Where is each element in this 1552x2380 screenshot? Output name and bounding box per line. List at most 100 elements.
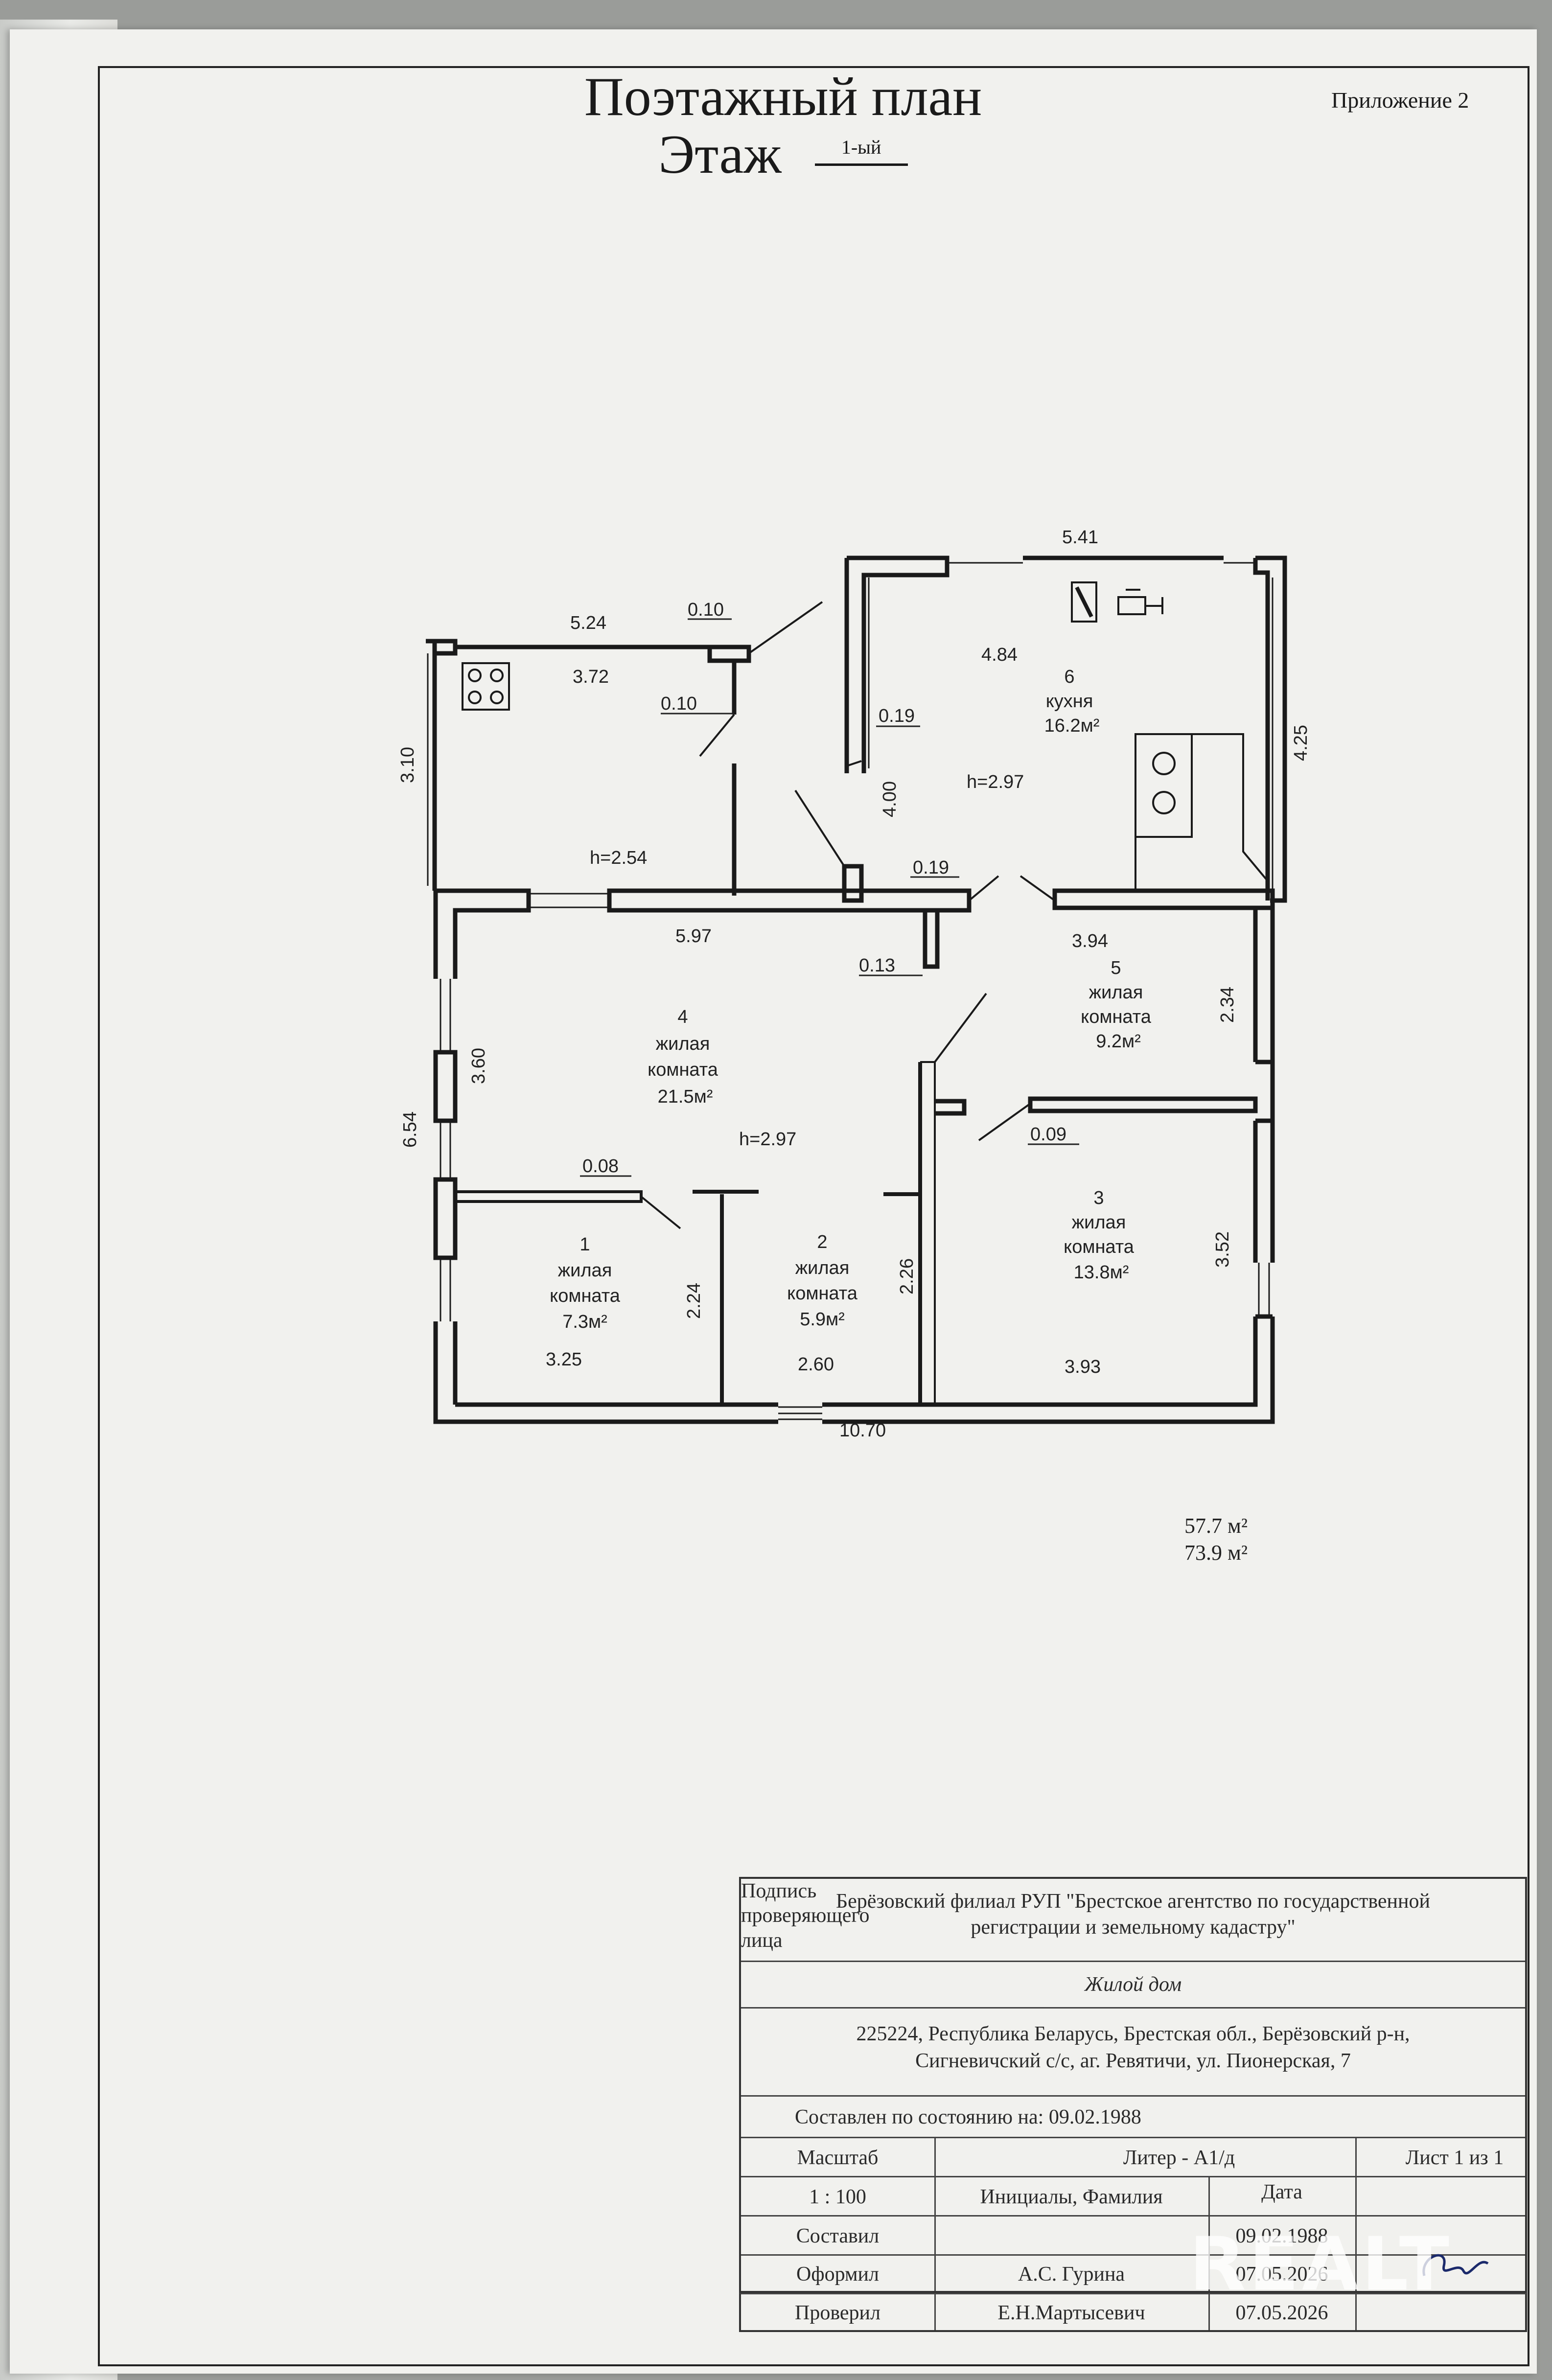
walls [426,555,1287,1424]
stamp-liter: Литер - А1/д [1123,2147,1235,2169]
room2-area: 5.9м² [800,1309,845,1330]
drawing-frame [98,66,1529,2366]
stamp-formatted-name: А.С. Гурина [1018,2263,1125,2286]
stamp-signature-label-1: Подпись [741,1880,817,1902]
dim-wall-a: 0.10 [688,600,724,620]
stamp-scale-row: Масштаб Литер - А1/д Лист 1 из 1 [741,2138,1525,2177]
room6-area: 16.2м² [1044,716,1100,736]
appendix-label: Приложение 2 [1331,88,1469,113]
document-sheet [10,29,1537,2374]
title-floor-line: Этаж 1-ый [514,126,1052,184]
room5-name1: жилая [1089,982,1143,1003]
room4-name1: жилая [656,1034,710,1054]
dim-h-room4: h=2.97 [739,1129,796,1150]
windows [427,578,1274,1420]
room4-area: 21.5м² [658,1086,713,1107]
dim-left-top-width: 5.24 [570,613,606,633]
signature-mark [1422,2254,1489,2276]
total-area: 73.9 м² [1184,1541,1248,1565]
stamp-sheet: Лист 1 из 1 [1405,2147,1504,2169]
stamp-org: Берёзовский филиал РУП "Брестское агентс… [741,1889,1525,1940]
stamp-checked-name: Е.Н.Мартысевич [997,2302,1145,2324]
room3-name1: жилая [1072,1212,1126,1233]
checked-divider-3 [1355,2294,1357,2330]
stamp-date-label: Дата [1261,2181,1302,2203]
room2-num: 2 [817,1232,827,1252]
room1-num: 1 [579,1234,590,1255]
stamp-compiled-label: Составил [796,2225,880,2247]
dim-room2-height: 2.26 [897,1258,917,1294]
room3-name2: комната [1064,1237,1135,1257]
dim-room4-height: 3.60 [468,1048,489,1084]
stamp-scale-label: Масштаб [797,2147,879,2169]
dim-kitchen-width: 4.84 [981,645,1018,665]
floor-prefix: Этаж [658,124,782,185]
stamp-address: 225224, Республика Беларусь, Брестская о… [741,2021,1525,2074]
stamp-signature-header: Подпись проверяющего лица [741,1879,910,1953]
room2-name2: комната [787,1283,858,1304]
stamp-object-row: Жилой дом [741,1962,1525,2009]
dim-bottom-overall: 10.70 [839,1420,886,1441]
room2-name1: жилая [795,1258,850,1278]
dim-room5-height: 2.34 [1217,987,1238,1023]
dim-h-left-top: h=2.54 [590,848,647,868]
dim-left-overall: 6.54 [400,1111,420,1148]
room-labels: 6 кухня 16.2м² 5 жилая комната 9.2м² 4 ж… [550,667,1152,1332]
stamp-compiled-row: Составил 09.02.1988 [741,2217,1525,2256]
stamp-signature-label-2: проверяющего [741,1904,870,1927]
chimney-icon [1071,581,1163,623]
stamp-checked-label: Проверил [795,2302,880,2324]
stamp-formatted-date: 07.05.2026 [1235,2263,1328,2286]
dim-room2-width: 2.60 [798,1354,834,1375]
room6-num: 6 [1064,667,1074,687]
dim-wall-d: 0.08 [582,1156,619,1177]
dim-wall-mid: 0.19 [913,857,949,878]
stamp-formatted-label: Оформил [796,2263,879,2286]
plan-title: Поэтажный план Этаж 1-ый [514,67,1052,184]
stamp-asof-date: 09.02.1988 [1048,2106,1141,2128]
dim-room5-width: 3.94 [1072,931,1108,951]
room5-num: 5 [1111,958,1121,978]
dim-kitchen-wall: 0.19 [879,706,915,726]
stamp-asof-label: Составлен по состоянию на: [795,2106,1044,2128]
dim-room3-height: 3.52 [1212,1231,1233,1268]
checked-divider-2 [1208,2294,1210,2330]
stamp-org-row: Берёзовский филиал РУП "Брестское агентс… [741,1879,1525,1962]
stamp-org-line2: регистрации и земельному кадастру" [971,1916,1296,1939]
stamp-address-row: 225224, Республика Беларусь, Брестская о… [741,2009,1525,2097]
room1-name2: комната [550,1286,621,1306]
stamp-initials-label: Инициалы, Фамилия [980,2186,1163,2208]
stamp-object: Жилой дом [1084,1973,1182,1996]
room5-area: 9.2м² [1096,1031,1141,1052]
area-totals: 57.7 м² 73.9 м² [1184,1512,1248,1566]
dim-kitchen-height: 4.00 [880,781,900,817]
total-living-area: 57.7 м² [1184,1514,1248,1538]
dim-room3-width: 3.93 [1065,1357,1101,1377]
stamp-divider-1 [934,2138,936,2291]
dim-wall-c: 0.13 [859,955,895,976]
title-main: Поэтажный план [584,67,982,127]
dim-room4-width: 5.97 [675,926,712,947]
room4-name2: комната [648,1060,718,1080]
stamp-formatted-row: Оформил А.С. Гурина 07.05.2026 [741,2256,1525,2295]
room4-num: 4 [677,1007,688,1027]
stamp-org-line1: Берёзовский филиал РУП "Брестское агентс… [836,1890,1430,1913]
stove-icon [462,662,510,711]
dim-room1-height: 2.24 [684,1283,704,1319]
kitchen-stove-icon [1135,733,1269,891]
dim-kitchen-right: 4.25 [1291,725,1311,761]
stamp-scale-value: 1 : 100 [809,2186,866,2208]
checked-divider-1 [934,2294,936,2330]
stamp-asof-row: Составлен по состоянию на: 09.02.1988 [741,2097,1525,2138]
stamp-header-row: 1 : 100 Инициалы, Фамилия Дата [741,2177,1525,2217]
stamp-checked-date: 07.05.2026 [1235,2302,1328,2324]
title-block: Берёзовский филиал РУП "Брестское агентс… [739,1877,1527,2293]
dim-h-kitchen: h=2.97 [967,772,1024,792]
stamp-compiled-date: 09.02.1988 [1235,2225,1328,2247]
watermark-logo: REALT [1189,2222,1453,2307]
dim-left-top-height: 3.10 [397,747,418,783]
dim-top-overall: 5.41 [1062,527,1098,548]
stamp-asof: Составлен по состоянию на: 09.02.1988 [795,2105,1141,2129]
dim-wall-b: 0.10 [661,693,697,714]
